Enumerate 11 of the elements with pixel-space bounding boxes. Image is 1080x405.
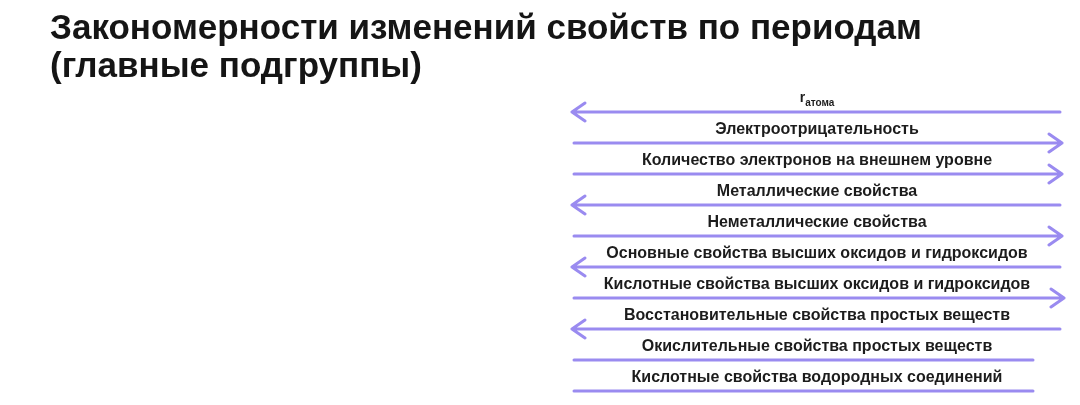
- property-label: Окислительные свойства простых веществ: [641, 336, 993, 355]
- property-label: Количество электронов на внешнем уровне: [641, 150, 993, 169]
- property-label: Кислотные свойства высших оксидов и гидроксидов: [603, 274, 1031, 293]
- property-label: Кислотные свойства водородных соединений: [631, 367, 1003, 386]
- property-label: Восстановительные свойства простых веществ: [624, 305, 1010, 324]
- slide-title: Закономерности изменений свойств по периодам (главные подгруппы): [50, 8, 923, 84]
- property-label: Металлические свойства: [716, 181, 918, 200]
- property-label: Электроотрицательность: [715, 119, 919, 138]
- property-label: Основные свойства высших оксидов и гидроксидов: [606, 243, 1028, 262]
- property-label: Неметаллические свойства: [707, 212, 927, 231]
- property-label: r$_{атома}$: [799, 88, 835, 110]
